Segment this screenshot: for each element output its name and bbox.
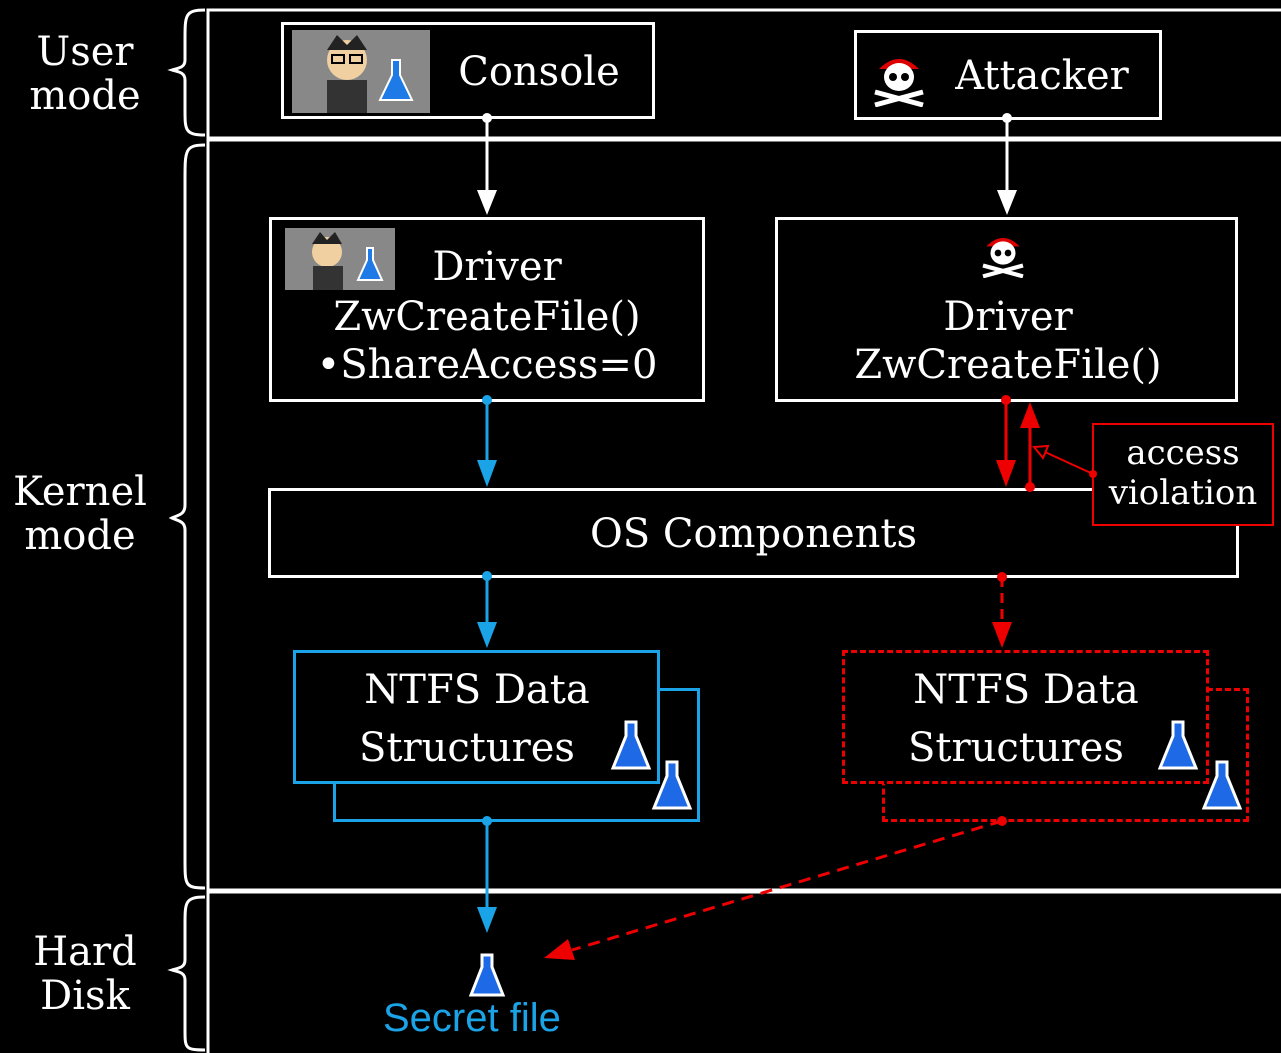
console-label: Console — [458, 49, 620, 95]
legit-driver-box: Driver ZwCreateFile() •ShareAccess=0 — [269, 217, 705, 402]
pirate-skull-icon — [978, 228, 1028, 279]
ntfs-to-secret-blue-arrow — [477, 816, 497, 933]
hard-disk-label: Hard Disk — [33, 929, 137, 1019]
disk-frame — [206, 890, 1281, 1053]
ntfs-legit-line1: NTFS Data — [364, 667, 590, 713]
attacker-to-driver-arrow — [997, 113, 1017, 215]
scientist-icon — [285, 228, 395, 290]
user-mode-label: User mode — [29, 29, 141, 119]
flask-icon — [610, 720, 652, 770]
legit-driver-line1: Driver — [432, 244, 562, 290]
kernel-mode-frame — [206, 138, 1281, 892]
ntfs-attacker-line1: NTFS Data — [913, 667, 1139, 713]
legit-driver-line2: ZwCreateFile() — [333, 294, 641, 340]
attacker-driver-line1: Driver — [943, 294, 1073, 340]
user-brace — [167, 8, 206, 137]
access-violation-line2: violation — [1108, 473, 1258, 513]
secret-file-label: Secret file — [383, 996, 561, 1040]
legit-driver-line3: •ShareAccess=0 — [316, 342, 658, 388]
pirate-skull-icon — [869, 47, 929, 108]
driver-to-os-blue-arrow — [477, 395, 497, 487]
flask-icon — [651, 760, 693, 810]
user-mode-frame — [206, 8, 1281, 140]
ntfs-to-secret-red-dashed-arrow — [544, 816, 1007, 960]
secret-file-flask-icon — [468, 953, 506, 997]
flask-icon — [1201, 760, 1243, 810]
ntfs-legit-line2: Structures — [359, 725, 575, 771]
disk-brace — [167, 895, 206, 1052]
kernel-mode-label: Kernel mode — [13, 469, 147, 559]
access-violation-pointer — [1032, 444, 1097, 478]
os-components-label: OS Components — [589, 511, 917, 557]
access-violation-box: access violation — [1092, 423, 1274, 526]
attacker-label: Attacker — [955, 53, 1129, 99]
os-components-box: OS Components — [268, 488, 1239, 578]
ntfs-attacker-front-box: NTFS Data Structures — [842, 650, 1209, 784]
ntfs-attacker-line2: Structures — [908, 725, 1124, 771]
scientist-icon — [292, 30, 430, 113]
console-box: Console — [281, 22, 655, 119]
access-violation-line1: access — [1126, 433, 1240, 473]
console-to-driver-arrow — [477, 113, 497, 215]
ntfs-legit-front-box: NTFS Data Structures — [293, 650, 660, 784]
os-to-ntfs-red-dashed-arrow — [992, 572, 1012, 648]
flask-icon — [1157, 720, 1199, 770]
os-to-ntfs-blue-arrow — [477, 571, 497, 648]
attacker-driver-line2: ZwCreateFile() — [854, 342, 1162, 388]
attacker-box: Attacker — [854, 30, 1162, 120]
access-violation-return-arrow — [1020, 402, 1040, 492]
attacker-driver-to-os-red-arrow — [996, 395, 1016, 487]
kernel-brace — [168, 143, 206, 890]
